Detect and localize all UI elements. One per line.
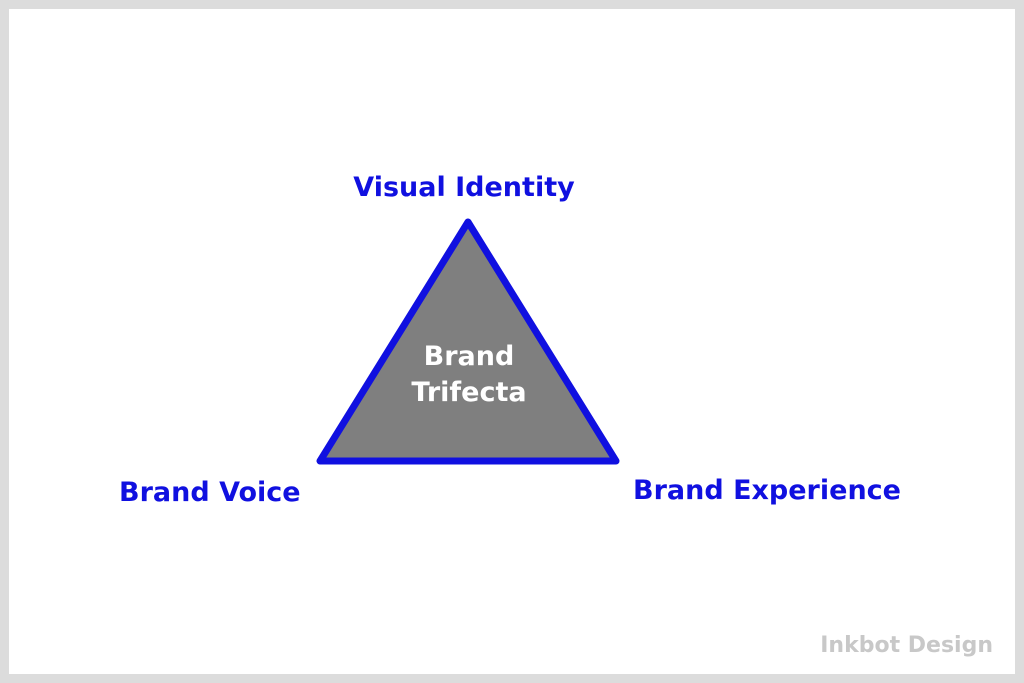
- watermark-logo-text: Inkbot Design: [820, 633, 993, 658]
- vertex-label-brand-experience: Brand Experience: [633, 475, 901, 506]
- triangle-diagram: [316, 218, 620, 465]
- diagram-canvas: Visual Identity Brand Voice Brand Experi…: [9, 9, 1015, 674]
- vertex-label-brand-voice: Brand Voice: [119, 477, 301, 508]
- vertex-label-visual-identity: Visual Identity: [353, 172, 575, 203]
- trifecta-triangle: [316, 218, 620, 465]
- center-label: Brand Trifecta: [384, 339, 554, 411]
- center-label-line-2: Trifecta: [411, 377, 527, 408]
- center-label-line-1: Brand: [423, 341, 515, 372]
